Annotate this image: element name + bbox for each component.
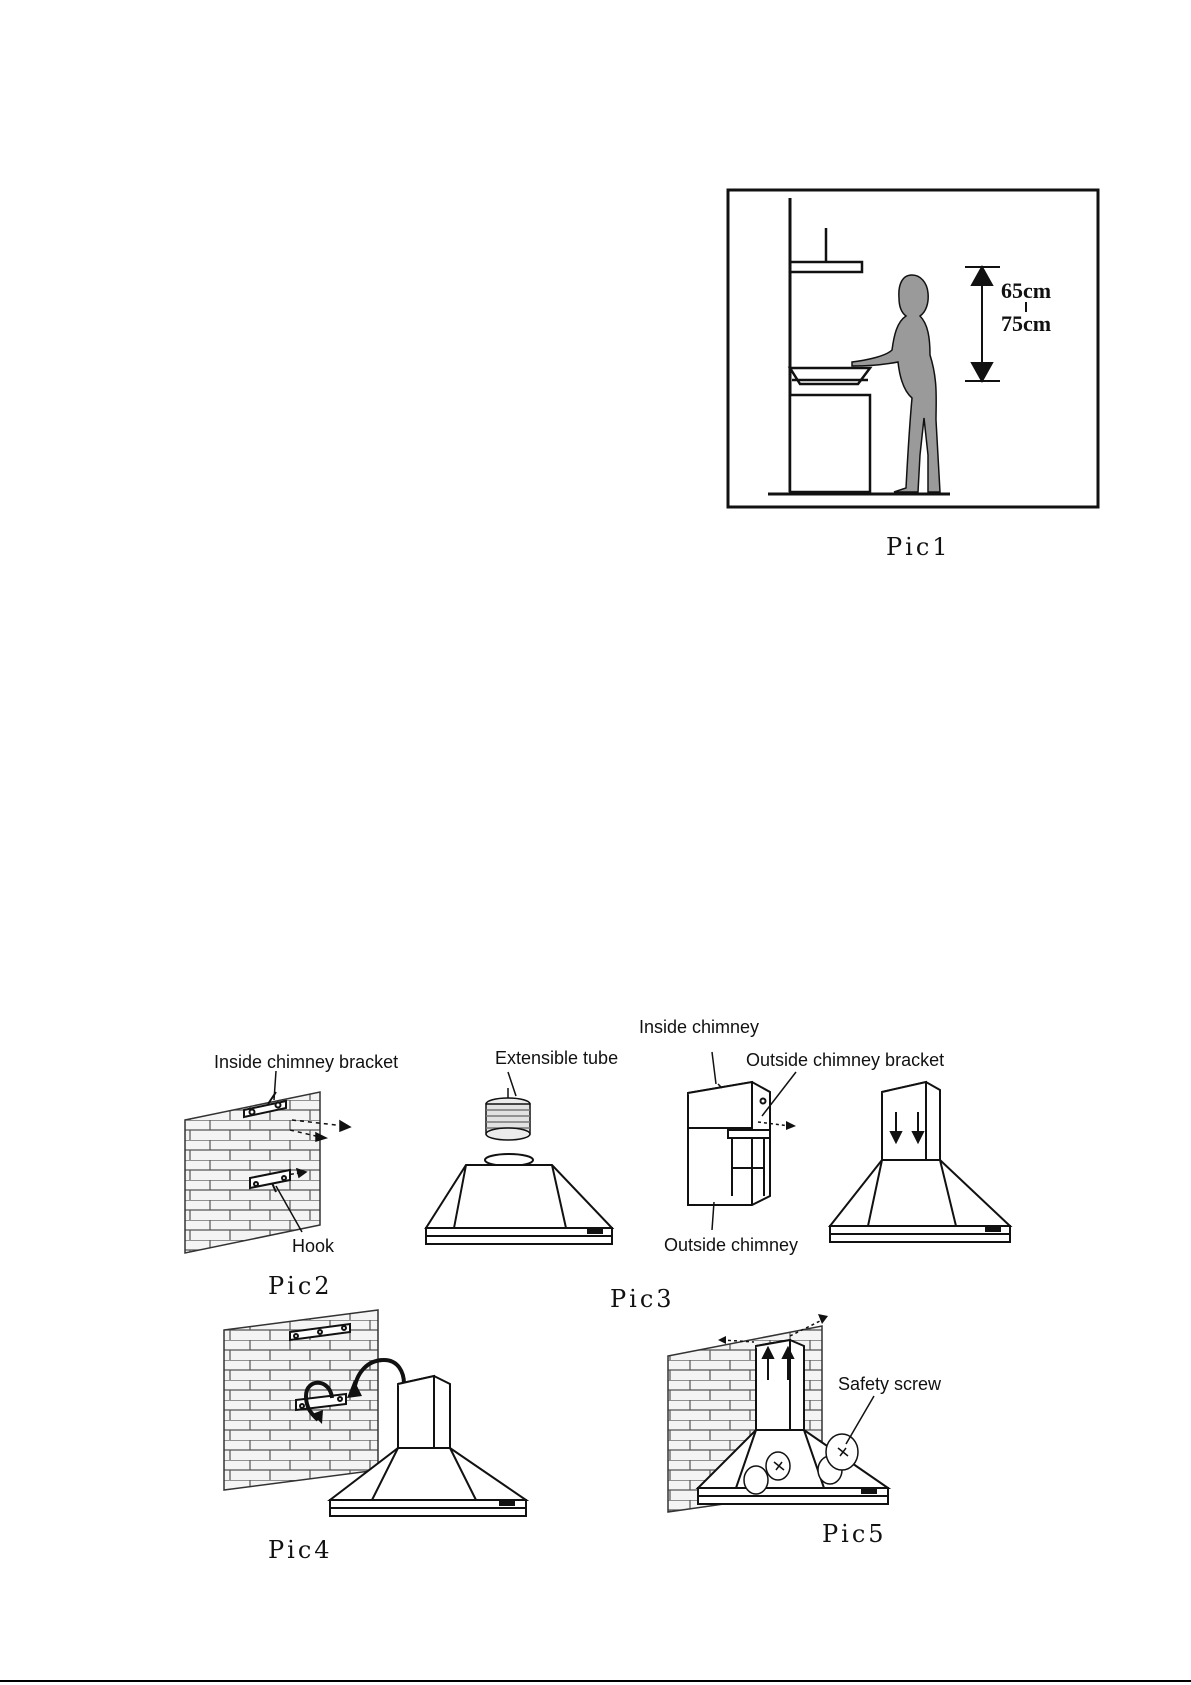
pic2-label-bracket: Inside chimney bracket	[214, 1052, 398, 1072]
page-bottom-rule	[0, 1680, 1191, 1682]
pic3-hood-right	[830, 1082, 1010, 1242]
pic5-diagram: Safety screw Pic5	[668, 1314, 942, 1548]
pic3-caption: Pic3	[610, 1285, 675, 1313]
pic3-label-outside-chimney: Outside chimney	[664, 1235, 798, 1255]
pic4-caption: Pic4	[268, 1536, 333, 1564]
pic1-caption: Pic1	[886, 533, 951, 561]
pic4-diagram: Pic4	[224, 1310, 526, 1564]
pic3-label-tube: Extensible tube	[495, 1048, 618, 1068]
pic1-height-max: 75cm	[1001, 311, 1051, 336]
pic1-height-min: 65cm	[1001, 278, 1051, 303]
pic2-caption: Pic2	[268, 1272, 333, 1300]
pic3-extensible-tube	[486, 1072, 530, 1140]
pic5-caption: Pic5	[822, 1520, 887, 1548]
pic2-label-hook: Hook	[292, 1236, 335, 1256]
pic3-label-inside-chimney: Inside chimney	[639, 1017, 759, 1037]
pic1-diagram: 65cm 75cm Pic1	[728, 190, 1098, 561]
pic3-hood-left	[426, 1154, 612, 1244]
pic5-label-safety-screw: Safety screw	[838, 1374, 942, 1394]
pic3-label-outside-bracket: Outside chimney bracket	[746, 1050, 944, 1070]
pic3-hood-with-tube: Extensible tube	[426, 1048, 618, 1244]
pic3-inside-chimney	[688, 1082, 770, 1205]
pic2-diagram: Inside chimney bracket Hook Pic2	[185, 1052, 398, 1300]
